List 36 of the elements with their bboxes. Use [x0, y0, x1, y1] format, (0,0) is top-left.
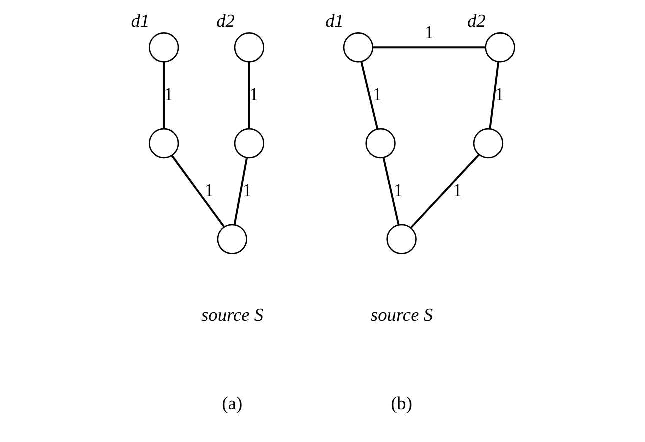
- edge-label: 1: [248, 84, 258, 104]
- node-circle: [148, 128, 179, 159]
- node-circle: [148, 32, 179, 63]
- connector: [170, 155, 225, 228]
- node-circle: [365, 128, 396, 159]
- node-label: d1: [130, 10, 150, 31]
- node-circle: [342, 32, 374, 63]
- connector: [488, 62, 500, 129]
- node-label: source S: [201, 305, 264, 326]
- connector: [382, 158, 400, 226]
- edge-label: 1: [393, 180, 403, 200]
- edge-label: 1: [372, 84, 382, 104]
- edge-label: 1: [424, 22, 434, 43]
- node-circle: [216, 224, 247, 254]
- connector: [162, 62, 165, 129]
- label: (a): [222, 394, 242, 414]
- edge-label: 1: [204, 180, 214, 200]
- node-label: d2: [466, 10, 486, 31]
- connector: [360, 62, 378, 130]
- label: (b): [390, 394, 412, 414]
- edge-label: 1: [494, 84, 504, 104]
- connector: [410, 154, 480, 229]
- node-label: source S: [370, 305, 433, 326]
- node-label: d2: [216, 10, 234, 31]
- edge-label: 1: [242, 180, 252, 200]
- node-circle: [234, 128, 264, 159]
- connector: [248, 62, 250, 129]
- edge-label: 1: [164, 84, 173, 104]
- edge-label: 1: [452, 180, 462, 200]
- node-circle: [484, 32, 515, 63]
- node-circle: [234, 32, 264, 63]
- connector: [372, 46, 486, 49]
- node-label: d1: [325, 10, 344, 31]
- node-circle: [472, 128, 504, 159]
- node-circle: [386, 224, 416, 254]
- connector: [233, 158, 248, 225]
